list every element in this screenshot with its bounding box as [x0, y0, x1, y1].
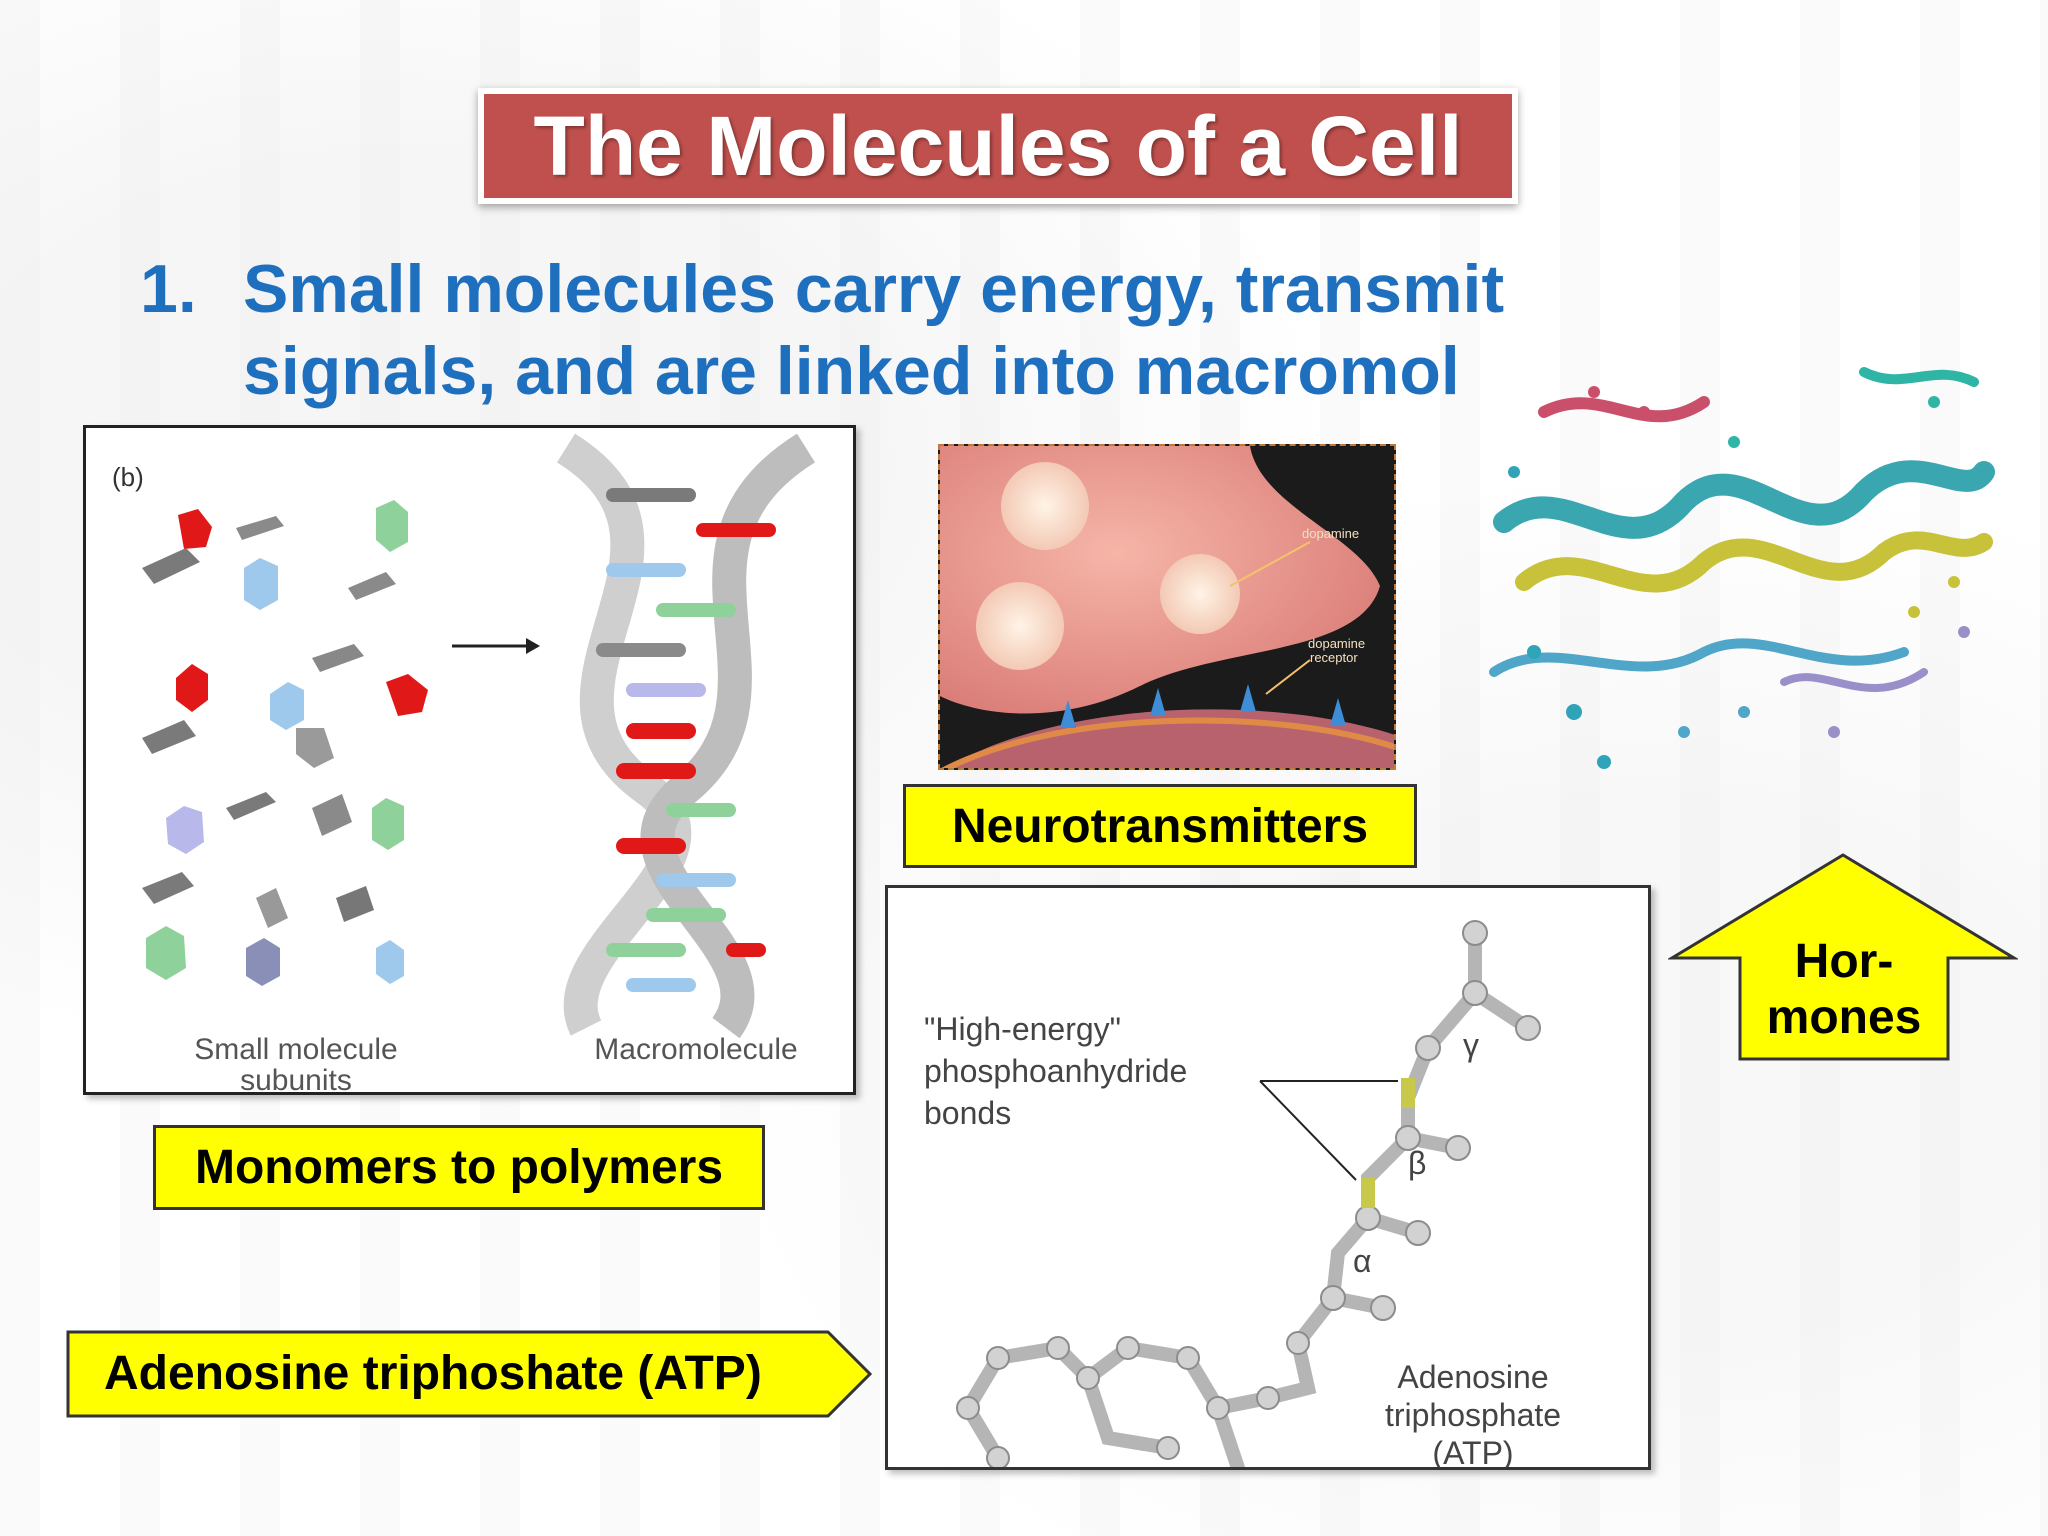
bullet-line-1: Small molecules carry energy, transmit	[243, 251, 1505, 327]
caption-macromolecule: Macromolecule	[594, 1033, 798, 1066]
protein-ribbon	[1489, 367, 1995, 692]
slide-title: The Molecules of a Cell	[533, 98, 1463, 193]
caption-subunits-line1: Small molecule	[194, 1033, 398, 1066]
atp-name-label: Adenosine triphosphate (ATP)	[1338, 1358, 1608, 1470]
atp-arrow-label	[66, 1330, 873, 1418]
atp-label-text: Adenosine triphoshate (ATP)	[104, 1347, 762, 1400]
panel-label: (b)	[112, 462, 144, 492]
bond-label-line1: "High-energy"	[924, 1011, 1122, 1047]
dna-figure: (b) Small molecule subunits Macromolecul…	[83, 425, 856, 1095]
atp-name-line1: Adenosine	[1397, 1359, 1549, 1395]
atp-illustration	[956, 920, 1541, 1467]
synapse-figure: dopamine dopamine receptor	[938, 444, 1396, 770]
atp-name-line2: triphosphate	[1384, 1397, 1562, 1433]
dna-helix	[556, 433, 816, 1039]
receptor-label-line1: dopamine	[1308, 636, 1366, 651]
atp-figure: "High-energy" phosphoanhydride bonds γ β…	[885, 885, 1651, 1470]
monomers-text: Monomers to polymers	[194, 1141, 724, 1194]
bullet-number: 1.	[140, 251, 197, 327]
hormone-structure	[1489, 367, 1995, 769]
bond-label: "High-energy" phosphoanhydride bonds	[924, 1008, 1187, 1134]
synapse-illustration	[940, 446, 1394, 768]
beta-bond-highlight	[1361, 1178, 1375, 1208]
hormones-arrow	[1668, 853, 2018, 1061]
gamma-bond-highlight	[1401, 1078, 1415, 1108]
hormones-line2: mones	[1766, 991, 1922, 1044]
bond-pointer-2	[1259, 1080, 1357, 1181]
bullet-line-2: signals, and are linked into macromol	[243, 333, 1460, 409]
hormones-line1: Hor-	[1794, 935, 1894, 988]
beta-symbol: β	[1408, 1145, 1427, 1181]
atp-atoms	[956, 920, 1541, 1467]
dopamine-label: dopamine	[1302, 526, 1360, 541]
arrow-head	[526, 638, 540, 654]
atp-name-line3: (ATP)	[1432, 1435, 1514, 1470]
bond-label-line3: bonds	[924, 1095, 1012, 1131]
monomers-label: Monomers to polymers	[153, 1125, 765, 1210]
hormones-label: Hor- mones	[1740, 934, 1948, 1046]
dna-illustration	[142, 433, 816, 1039]
bullet-text: Small molecules carry energy, transmit s…	[243, 248, 1643, 412]
title-banner: The Molecules of a Cell	[478, 88, 1518, 204]
neurotransmitters-label: Neurotransmitters	[903, 784, 1417, 868]
neurotransmitters-text: Neurotransmitters	[951, 799, 1369, 853]
bond-label-line2: phosphoanhydride	[924, 1053, 1188, 1089]
monomer-subunits	[142, 500, 428, 986]
caption-subunits-line2: subunits	[240, 1064, 352, 1095]
alpha-symbol: α	[1353, 1243, 1372, 1279]
gamma-symbol: γ	[1463, 1027, 1479, 1063]
protein-atoms	[1508, 386, 1970, 769]
receptor-label-line2: receptor	[1310, 650, 1358, 665]
